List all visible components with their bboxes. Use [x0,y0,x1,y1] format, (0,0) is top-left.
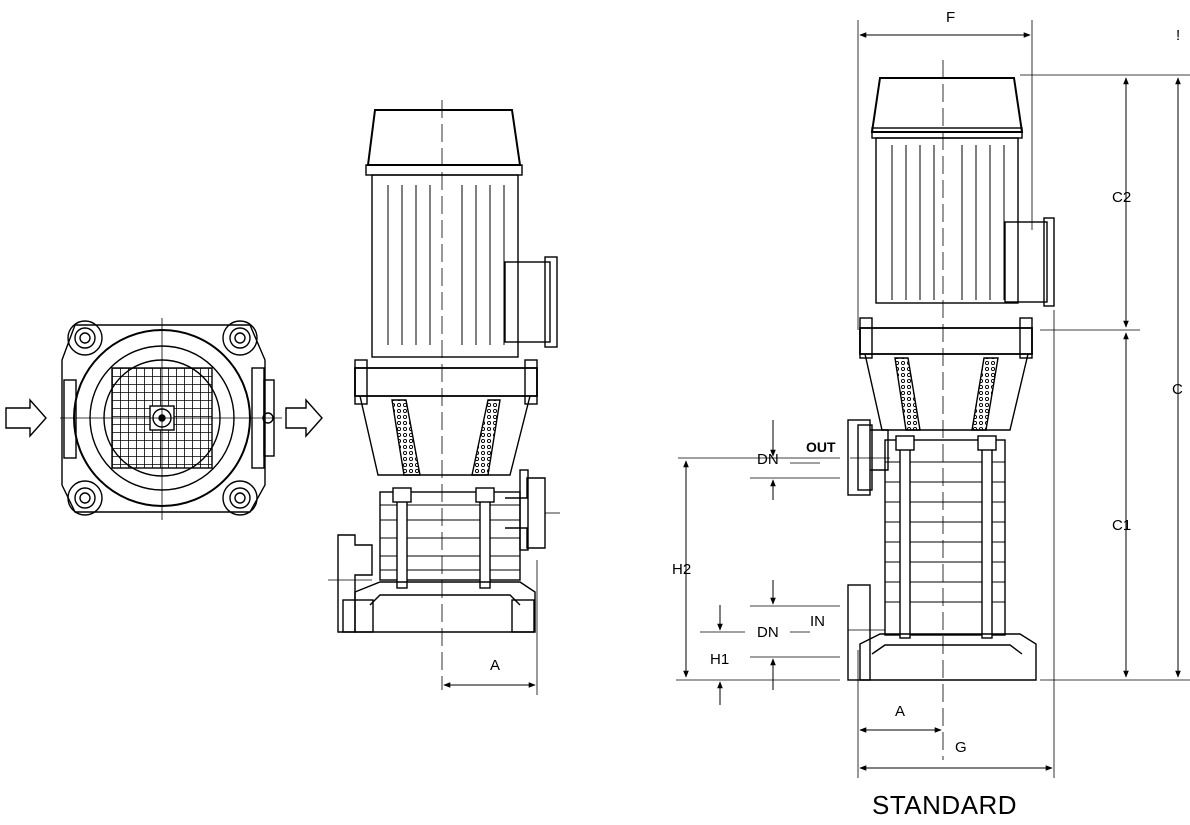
side-view [328,100,560,695]
dimension-label-c: C [1172,381,1183,398]
inlet-label: IN [810,613,825,630]
dimension-label-g: G [955,739,967,756]
dimension-label-h1: H1 [710,651,730,668]
corner-bolt-bosses [67,320,258,516]
dimension-label-dn-outlet: DN [757,451,779,468]
dimension-label-h2: H2 [672,561,692,578]
standard-caption: STANDARD [872,790,1018,820]
outlet-label: OUT [806,439,836,455]
inlet-arrow-icon [5,398,47,438]
corner-mark: ! [1176,27,1181,44]
outlet-arrow-icon [285,398,323,438]
dimension-label-a-side: A [490,657,501,674]
dimension-label-c1: C1 [1112,517,1132,534]
dimension-label-dn-inlet: DN [757,624,779,641]
standard-view [676,20,1190,778]
top-view [5,318,323,520]
dimension-label-c2: C2 [1112,189,1132,206]
dimension-label-f: F [946,9,956,26]
dimension-label-a-standard: A [895,703,906,720]
